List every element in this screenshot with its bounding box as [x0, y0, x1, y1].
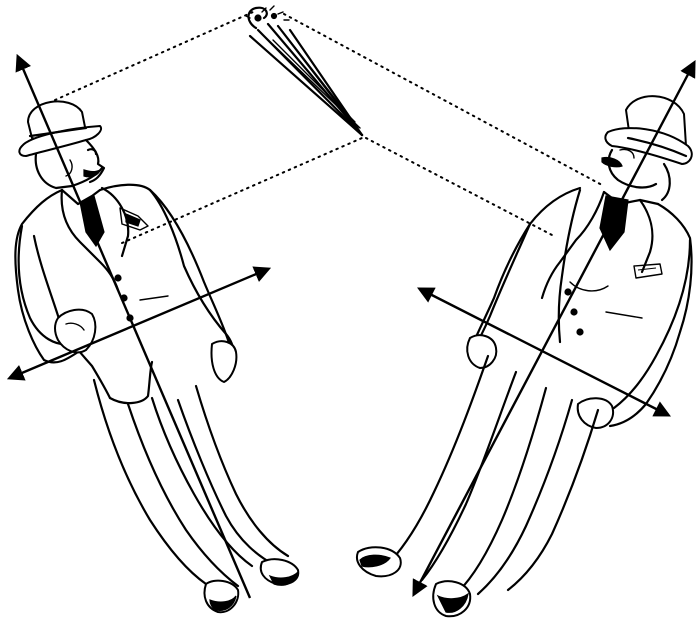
projection-line-left-bottom — [122, 138, 362, 243]
umbrella-icon — [246, 6, 362, 135]
bowler-hat-icon-right — [605, 96, 691, 164]
axis-arrows — [10, 57, 694, 598]
arrow-icon-left-vertical — [18, 57, 250, 598]
right-figure — [357, 96, 692, 616]
bowler-hat-icon-left — [19, 101, 101, 156]
projection-line-left-top — [55, 12, 253, 100]
projection-line-right-bottom — [366, 138, 552, 235]
projection-lines — [55, 12, 602, 243]
arrow-icon-right-vertical — [414, 63, 694, 594]
